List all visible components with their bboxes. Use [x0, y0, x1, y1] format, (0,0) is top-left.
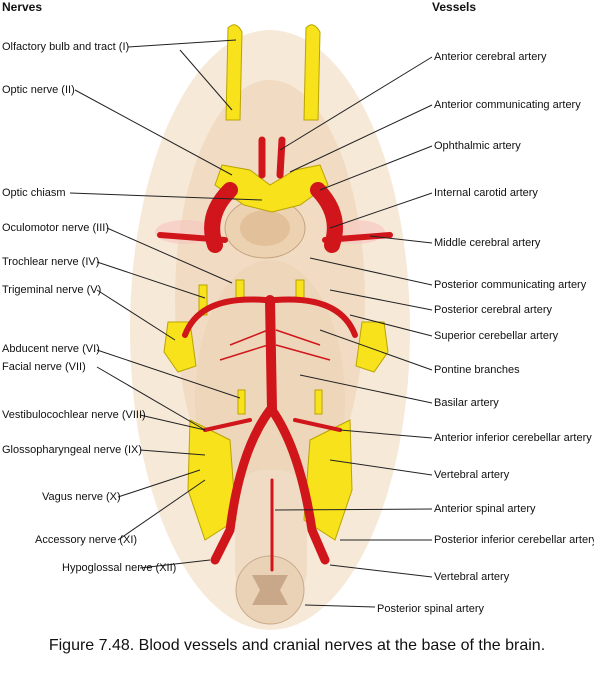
pituitary-region [224, 197, 306, 259]
arteries [157, 136, 393, 572]
label-trigeminal: Trigeminal nerve (V) [2, 284, 102, 296]
label-vagus: Vagus nerve (X) [42, 491, 121, 503]
label-anterior-inferior-cerebellar: Anterior inferior cerebellar artery [434, 432, 592, 444]
label-basilar: Basilar artery [434, 397, 499, 409]
label-optic-chiasm: Optic chiasm [2, 187, 66, 199]
label-optic-nerve: Optic nerve (II) [2, 84, 75, 96]
label-vestibulocochlear: Vestibulocochlear nerve (VIII) [2, 409, 146, 421]
nerves-header: Nerves [2, 0, 43, 14]
figure-caption: Figure 7.48. Blood vessels and cranial n… [48, 637, 546, 654]
label-middle-cerebral: Middle cerebral artery [434, 237, 541, 249]
label-facial: Facial nerve (VII) [2, 361, 86, 373]
label-anterior-cerebral: Anterior cerebral artery [434, 51, 547, 63]
label-posterior-cerebral: Posterior cerebral artery [434, 304, 552, 316]
label-posterior-spinal: Posterior spinal artery [377, 603, 484, 615]
label-ophthalmic: Ophthalmic artery [434, 140, 521, 152]
label-trochlear: Trochlear nerve (IV) [2, 256, 100, 268]
label-hypoglossal: Hypoglossal nerve (XII) [62, 562, 177, 574]
label-oculomotor: Oculomotor nerve (III) [2, 222, 109, 234]
label-internal-carotid: Internal carotid artery [434, 187, 538, 199]
label-posterior-inferior-cerebellar: Posterior inferior cerebellar artery [434, 534, 594, 546]
label-vertebral-upper: Vertebral artery [434, 469, 510, 481]
label-superior-cerebellar: Superior cerebellar artery [434, 330, 559, 342]
label-glossopharyngeal: Glossopharyngeal nerve (IX) [2, 444, 143, 456]
cranial-nerves [163, 24, 389, 541]
label-anterior-spinal: Anterior spinal artery [434, 503, 536, 515]
label-pontine-branches: Pontine branches [434, 364, 520, 376]
label-accessory: Accessory nerve (XI) [35, 534, 138, 546]
label-anterior-communicating: Anterior communicating artery [434, 99, 581, 111]
label-olfactory: Olfactory bulb and tract (I) [2, 41, 130, 53]
leader-lines [69, 39, 433, 608]
label-abducent: Abducent nerve (VI) [2, 343, 100, 355]
label-vertebral-lower: Vertebral artery [434, 571, 510, 583]
label-posterior-communicating: Posterior communicating artery [434, 279, 587, 291]
vessels-header: Vessels [432, 0, 477, 14]
pontine-branches [219, 329, 331, 361]
